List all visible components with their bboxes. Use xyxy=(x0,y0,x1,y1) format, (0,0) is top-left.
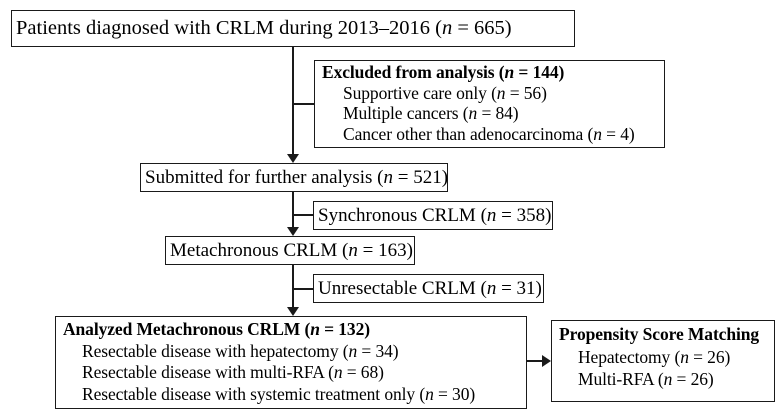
arrowhead-into-submitted xyxy=(287,154,299,163)
node-metachronous[interactable]: Metachronous CRLM (n = 163) xyxy=(165,236,415,265)
connector-metachronous-to-analyzed xyxy=(292,264,295,309)
analyzed-item-1-pre: Resectable disease with multi-RFA ( xyxy=(82,362,334,382)
propensity-item: Multi-RFA (n = 26) xyxy=(552,369,774,389)
synchronous-label: Synchronous CRLM (n = 358) xyxy=(314,206,552,225)
arrowhead-into-metachronous xyxy=(287,227,299,236)
analyzed-item-1-n-symbol: n xyxy=(333,362,343,382)
excluded-item-1-n-symbol: n xyxy=(468,103,478,123)
excluded-item: Cancer other than adenocarcinoma (n = 4) xyxy=(315,123,664,144)
excluded-header: Excluded from analysis (n = 144) xyxy=(315,62,664,82)
excluded-item-0-post: = 56) xyxy=(505,82,547,103)
analyzed-item: Resectable disease with hepatectomy (n =… xyxy=(56,340,526,361)
excluded-item-0-pre: Supportive care only ( xyxy=(343,82,497,103)
analyzed-item: Resectable disease with multi-RFA (n = 6… xyxy=(56,362,526,382)
propensity-item-0-pre: Hepatectomy ( xyxy=(578,346,681,367)
submitted-n-symbol: n xyxy=(383,167,394,188)
connector-analyzed-to-propensity xyxy=(527,360,544,363)
connector-branch-to-synchronous xyxy=(292,214,315,217)
arrowhead-into-propensity xyxy=(542,355,551,367)
connector-branch-to-excluded xyxy=(292,103,316,106)
node-analyzed[interactable]: Analyzed Metachronous CRLM (n = 132) Res… xyxy=(55,316,527,409)
propensity-item-1-post: = 26) xyxy=(672,369,714,389)
unresectable-n-symbol: n xyxy=(486,278,497,299)
propensity-item-0-n-symbol: n xyxy=(680,346,689,367)
submitted-text-post: = 521) xyxy=(393,167,449,188)
excluded-item-1-post: = 84) xyxy=(477,103,519,123)
excluded-item: Supportive care only (n = 56) xyxy=(315,82,664,103)
node-submitted[interactable]: Submitted for further analysis (n = 521) xyxy=(140,163,448,192)
excluded-item-2-pre: Cancer other than adenocarcinoma ( xyxy=(343,123,594,144)
node-synchronous[interactable]: Synchronous CRLM (n = 358) xyxy=(313,201,553,230)
excluded-item-2-n-symbol: n xyxy=(593,123,602,144)
analyzed-item-1-post: = 68) xyxy=(342,362,384,382)
analyzed-header-n-symbol: n xyxy=(310,319,320,339)
metachronous-n-symbol: n xyxy=(348,240,358,261)
node-unresectable[interactable]: Unresectable CRLM (n = 31) xyxy=(313,274,544,303)
propensity-header: Propensity Score Matching xyxy=(559,324,760,344)
cohort-text-pre: Patients diagnosed with CRLM during 2013… xyxy=(16,17,442,40)
submitted-label: Submitted for further analysis (n = 521) xyxy=(141,167,449,188)
unresectable-text-pre: Unresectable CRLM ( xyxy=(318,278,487,299)
node-propensity[interactable]: Propensity Score Matching Hepatectomy (n… xyxy=(551,320,775,402)
metachronous-text-post: = 163) xyxy=(357,240,413,261)
propensity-item-0-post: = 26) xyxy=(688,346,731,367)
analyzed-header: Analyzed Metachronous CRLM (n = 132) xyxy=(56,319,526,339)
arrowhead-into-analyzed xyxy=(287,307,299,316)
node-cohort[interactable]: Patients diagnosed with CRLM during 2013… xyxy=(11,10,575,47)
excluded-item-2-post: = 4) xyxy=(601,123,635,144)
excluded-header-pre: Excluded from analysis ( xyxy=(322,62,505,82)
analyzed-item-2-pre: Resectable disease with systemic treatme… xyxy=(82,383,426,404)
analyzed-item-0-pre: Resectable disease with hepatectomy ( xyxy=(82,340,349,361)
connector-submitted-to-metachronous xyxy=(292,191,295,229)
analyzed-item-0-n-symbol: n xyxy=(348,340,358,361)
cohort-text-post: = 665) xyxy=(452,17,512,40)
unresectable-label: Unresectable CRLM (n = 31) xyxy=(314,279,543,298)
metachronous-label: Metachronous CRLM (n = 163) xyxy=(166,241,414,260)
synchronous-text-pre: Synchronous CRLM ( xyxy=(318,205,487,226)
excluded-header-n-symbol: n xyxy=(504,62,515,82)
submitted-text-pre: Submitted for further analysis ( xyxy=(145,167,384,188)
unresectable-text-post: = 31) xyxy=(496,278,542,299)
analyzed-item-2-post: = 30) xyxy=(433,383,476,404)
synchronous-n-symbol: n xyxy=(486,205,497,226)
analyzed-header-pre: Analyzed Metachronous CRLM ( xyxy=(63,319,311,339)
connector-branch-to-unresectable xyxy=(292,288,315,291)
node-excluded[interactable]: Excluded from analysis (n = 144) Support… xyxy=(314,60,665,148)
excluded-item-1-pre: Multiple cancers ( xyxy=(343,103,469,123)
connector-trunk-cohort-to-submitted xyxy=(292,47,295,157)
analyzed-item-0-post: = 34) xyxy=(357,340,399,361)
analyzed-item: Resectable disease with systemic treatme… xyxy=(56,383,526,404)
excluded-item: Multiple cancers (n = 84) xyxy=(315,103,664,123)
propensity-item-1-pre: Multi-RFA ( xyxy=(578,369,664,389)
analyzed-item-2-n-symbol: n xyxy=(425,383,434,404)
cohort-n-symbol: n xyxy=(441,17,453,40)
excluded-header-post: = 144) xyxy=(514,62,565,82)
excluded-item-0-n-symbol: n xyxy=(496,82,506,103)
cohort-label: Patients diagnosed with CRLM during 2013… xyxy=(12,18,574,39)
synchronous-text-post: = 358) xyxy=(496,205,552,226)
propensity-item-1-n-symbol: n xyxy=(663,369,673,389)
metachronous-text-pre: Metachronous CRLM ( xyxy=(170,240,349,261)
analyzed-header-post: = 132) xyxy=(319,319,370,339)
propensity-item: Hepatectomy (n = 26) xyxy=(552,346,774,367)
